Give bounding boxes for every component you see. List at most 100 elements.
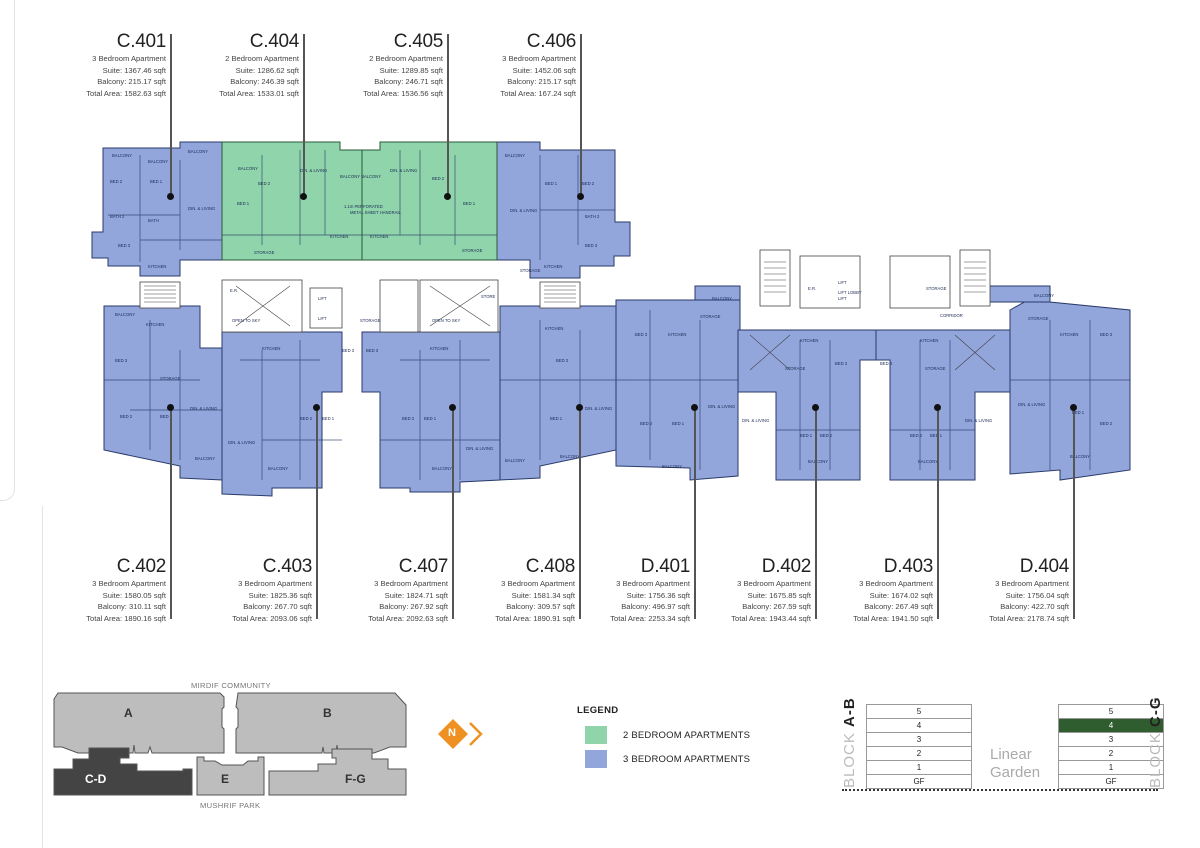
svg-text:BALCONY: BALCONY <box>148 159 168 164</box>
unit-total: Total Area: 1943.44 sqft <box>731 613 811 623</box>
unit-code: C.405 <box>393 31 444 52</box>
unit-type: 3 Bedroom Apartment <box>92 54 166 63</box>
unit-label-c403: C.403 3 Bedroom Apartment Suite: 1825.36… <box>232 556 312 624</box>
marker-d401 <box>691 404 698 411</box>
svg-text:BALCONY: BALCONY <box>808 459 828 464</box>
key-block-label-fg: F-G <box>345 772 366 786</box>
svg-text:BALCONY: BALCONY <box>432 466 452 471</box>
svg-text:BED 2: BED 2 <box>1100 421 1113 426</box>
floor-5: 5 <box>867 705 971 719</box>
floor-4: 4 <box>867 719 971 733</box>
marker-c408 <box>576 404 583 411</box>
svg-text:BED 2: BED 2 <box>640 421 653 426</box>
linear-garden-label: Linear Garden <box>990 746 1040 782</box>
unit-label-d401: D.401 3 Bedroom Apartment Suite: 1756.36… <box>610 556 690 624</box>
block-prefix: BLOCK <box>1147 726 1164 788</box>
svg-text:DIN. & LIVING: DIN. & LIVING <box>466 446 493 451</box>
unit-total: Total Area: 1533.01 sqft <box>219 88 299 98</box>
legend-item-3bed: 3 BEDROOM APARTMENTS <box>585 750 750 768</box>
leader-d403 <box>937 407 939 619</box>
ground-line <box>842 789 1158 791</box>
svg-text:DIN. & LIVING: DIN. & LIVING <box>188 206 215 211</box>
unit-code: C.403 <box>262 556 313 577</box>
svg-text:DIN. & LIVING: DIN. & LIVING <box>228 440 255 445</box>
unit-total: Total Area: 2178.74 sqft <box>989 613 1069 623</box>
unit-type: 3 Bedroom Apartment <box>374 579 448 588</box>
leader-d401 <box>694 407 696 619</box>
key-plan: A B C-D E F-G <box>53 692 407 796</box>
linear-garden-line2: Garden <box>990 764 1041 781</box>
svg-text:KITCHEN: KITCHEN <box>262 346 280 351</box>
unit-type: 3 Bedroom Apartment <box>238 579 312 588</box>
svg-text:BED 3: BED 3 <box>635 332 648 337</box>
svg-text:BALCONY: BALCONY <box>918 459 938 464</box>
unit-suite: Suite: 1580.05 sqft <box>102 590 166 600</box>
unit-type: 3 Bedroom Apartment <box>995 579 1069 588</box>
key-block-b <box>235 692 407 754</box>
svg-text:STORAGE: STORAGE <box>160 376 181 381</box>
legend-label: 2 BEDROOM APARTMENTS <box>623 729 751 741</box>
svg-text:BED 1: BED 1 <box>672 421 685 426</box>
svg-text:KITCHEN: KITCHEN <box>1060 332 1078 337</box>
unit-type: 3 Bedroom Apartment <box>859 579 933 588</box>
svg-text:BED 3: BED 3 <box>342 348 355 353</box>
north-label: N <box>448 727 456 739</box>
svg-text:BALCONY: BALCONY <box>195 456 215 461</box>
marker-d402 <box>812 404 819 411</box>
svg-text:DIN. & LIVING: DIN. & LIVING <box>1018 402 1045 407</box>
floor-1: 1 <box>867 761 971 775</box>
svg-text:BALCONY: BALCONY <box>712 296 732 301</box>
unit-label-d404: D.404 3 Bedroom Apartment Suite: 1756.04… <box>989 556 1069 624</box>
svg-text:DIN. & LIVING: DIN. & LIVING <box>390 168 417 173</box>
legend-swatch-3bed <box>585 750 607 768</box>
north-arrow: N <box>436 716 486 752</box>
unit-d401 <box>615 289 741 481</box>
svg-text:BED 2: BED 2 <box>582 181 595 186</box>
svg-text:E.R.: E.R. <box>230 288 238 293</box>
svg-text:BED 3: BED 3 <box>556 358 569 363</box>
floor-gf: GF <box>1059 775 1163 789</box>
legend-item-2bed: 2 BEDROOM APARTMENTS <box>585 726 750 744</box>
unit-label-c405: C.405 2 Bedroom Apartment Suite: 1289.85… <box>363 31 443 99</box>
svg-text:DIN. & LIVING: DIN. & LIVING <box>585 406 612 411</box>
svg-text:KITCHEN: KITCHEN <box>920 338 938 343</box>
block-name: C-G <box>1147 696 1164 727</box>
floor-stack-ab: 5 4 3 2 1 GF <box>866 704 972 789</box>
unit-suite: Suite: 1289.85 sqft <box>379 65 443 75</box>
svg-text:STORAGE: STORAGE <box>700 314 721 319</box>
key-block-label-cd: C-D <box>85 772 107 786</box>
unit-type: 3 Bedroom Apartment <box>501 579 575 588</box>
unit-total: Total Area: 1536.56 sqft <box>363 88 443 98</box>
north-arrow-icon <box>438 719 483 749</box>
svg-text:BALCONY: BALCONY <box>1034 293 1054 298</box>
unit-label-c408: C.408 3 Bedroom Apartment Suite: 1581.34… <box>495 556 575 624</box>
unit-label-c401: C.401 3 Bedroom Apartment Suite: 1367.46… <box>86 31 166 99</box>
unit-balcony: Balcony: 267.49 sqft <box>864 602 933 611</box>
legend-swatch-2bed <box>585 726 607 744</box>
unit-balcony: Balcony: 246.39 sqft <box>230 77 299 86</box>
floor-3: 3 <box>867 733 971 747</box>
unit-suite: Suite: 1824.71 sqft <box>384 590 448 600</box>
unit-code: C.404 <box>249 31 300 52</box>
leader-c403 <box>316 407 318 619</box>
unit-c405 <box>361 141 498 261</box>
svg-text:OPEN TO SKY: OPEN TO SKY <box>432 318 460 323</box>
marker-c407 <box>449 404 456 411</box>
unit-balcony: Balcony: 310.11 sqft <box>97 602 166 611</box>
unit-total: Total Area: 167.24 sqft <box>500 88 576 98</box>
unit-label-c402: C.402 3 Bedroom Apartment Suite: 1580.05… <box>86 556 166 624</box>
unit-type: 3 Bedroom Apartment <box>616 579 690 588</box>
svg-text:BED 1: BED 1 <box>237 201 250 206</box>
unit-type: 3 Bedroom Apartment <box>92 579 166 588</box>
key-block-fg <box>268 748 407 796</box>
leader-c405 <box>447 34 449 196</box>
unit-total: Total Area: 2092.63 sqft <box>368 613 448 623</box>
svg-text:BED 1: BED 1 <box>800 433 813 438</box>
floor-4-active: 4 <box>1059 719 1163 733</box>
svg-text:BED 2: BED 2 <box>402 416 415 421</box>
svg-text:KITCHEN: KITCHEN <box>370 234 388 239</box>
unit-balcony: Balcony: 267.70 sqft <box>243 602 312 611</box>
svg-text:STORAGE: STORAGE <box>360 318 381 323</box>
block-name: A-B <box>841 697 858 727</box>
marker-c402 <box>167 404 174 411</box>
